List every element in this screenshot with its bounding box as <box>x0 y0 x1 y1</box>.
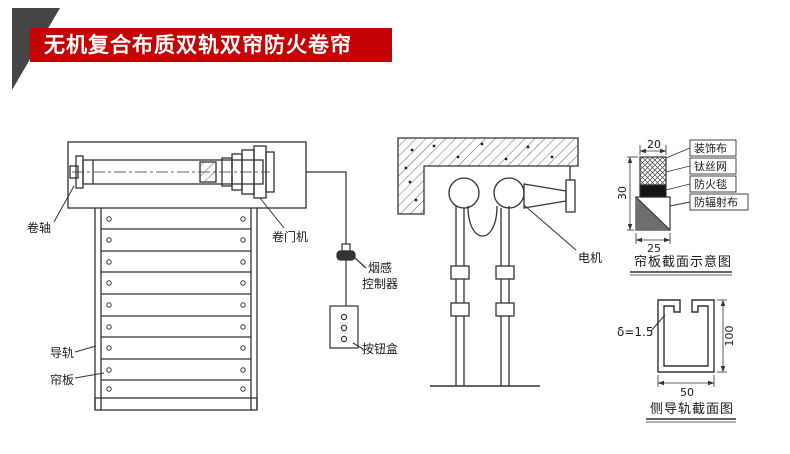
label-layer-1: 钛丝网 <box>694 159 727 173</box>
control-wiring <box>306 171 347 306</box>
fabric-loop <box>467 205 498 237</box>
motor-cone <box>523 183 567 209</box>
concrete-ceiling <box>397 137 579 215</box>
label-layer-2: 防火毯 <box>694 177 727 191</box>
label-button-box: 按钮盒 <box>362 341 398 356</box>
motor-plate <box>565 179 576 213</box>
motor-leader <box>523 204 577 251</box>
rail-section-drawing <box>650 299 727 387</box>
rail-channel <box>657 299 715 373</box>
dim-25: 25 <box>647 242 661 255</box>
label-door-motor: 卷门机 <box>272 229 308 244</box>
layer-fire-blanket <box>639 184 667 198</box>
label-curtain-slat: 帘板 <box>50 372 74 387</box>
page-title: 无机复合布质双轨双帘防火卷帘 <box>44 33 352 57</box>
slat-caption-underline <box>630 271 732 276</box>
label-motor: 电机 <box>578 251 602 265</box>
side-view <box>397 137 579 387</box>
rail-section-caption: 侧导轨截面图 <box>650 402 734 417</box>
layer-mesh <box>639 156 667 186</box>
label-smoke-1: 烟感 <box>368 260 392 275</box>
dim-50: 50 <box>680 386 694 399</box>
label-guide-rail: 导轨 <box>50 346 74 360</box>
label-layer-3: 防辐射布 <box>694 195 738 209</box>
label-thickness: δ=1.5 <box>617 325 653 339</box>
dim-100: 100 <box>723 326 736 347</box>
roller-left <box>448 177 480 209</box>
front-view-leaders <box>53 185 285 379</box>
shutter-curtain <box>94 208 258 411</box>
dim-20: 20 <box>647 138 661 151</box>
slat-section-drawing <box>627 139 749 244</box>
slat-section-caption: 帘板截面示意图 <box>634 254 732 270</box>
concrete-speckles <box>404 142 554 202</box>
smoke-detector-icon <box>336 243 367 269</box>
title-banner: 无机复合布质双轨双帘防火卷帘 <box>30 28 392 62</box>
label-smoke-2: 控制器 <box>362 277 398 291</box>
button-box-icon <box>329 305 364 350</box>
dim-30: 30 <box>616 186 629 200</box>
label-layer-0: 装饰布 <box>694 141 727 155</box>
label-roll-axle: 卷轴 <box>27 220 51 235</box>
shutter-header-box <box>67 141 307 209</box>
rail-caption-underline <box>646 418 736 423</box>
roller-right <box>493 177 525 209</box>
